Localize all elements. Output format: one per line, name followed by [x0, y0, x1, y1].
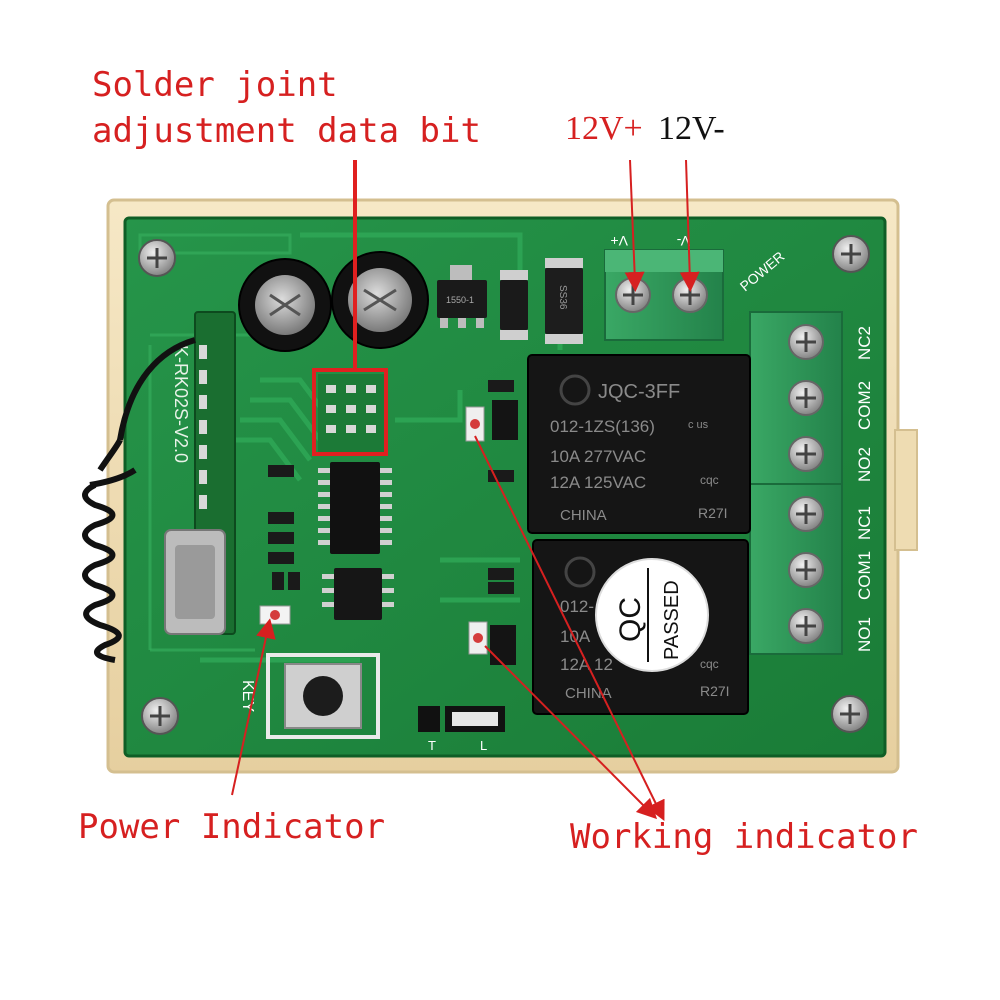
decoder-ic — [318, 462, 392, 554]
jumper-header — [418, 706, 505, 732]
smd-component — [500, 270, 528, 340]
terminal-label-com2: COM2 — [855, 381, 874, 430]
working-indicator-led-2 — [468, 621, 488, 655]
qc-sticker-line-2: PASSED — [661, 580, 683, 660]
terminal-label-no1: NO1 — [855, 617, 874, 652]
regulator-label: 1550-1 — [446, 295, 474, 305]
solder-jumper-pads — [318, 374, 384, 452]
power-indicator-led — [259, 605, 291, 625]
qc-sticker — [595, 558, 709, 672]
power-mark-plus: V+ — [610, 233, 628, 249]
second-ic — [322, 568, 394, 620]
relay-top-origin: CHINA — [560, 507, 607, 524]
working-indicator-led-1 — [465, 406, 485, 442]
relay-top-brand: JQC-3FF — [598, 381, 680, 403]
solder-pad-highlight-box — [312, 368, 388, 456]
antenna-coil — [82, 337, 196, 663]
rf-receiver-module — [164, 311, 236, 635]
output-terminal-screw-icon — [788, 436, 824, 472]
output-terminal-screw-icon — [788, 380, 824, 416]
capacitor-right — [331, 251, 429, 349]
callout-power-indicator: Power Indicator — [78, 807, 386, 847]
output-terminal-screw-icon — [788, 552, 824, 588]
diode-label: SS36 — [557, 285, 568, 310]
power-indicator-arrow — [231, 618, 276, 796]
power-terminal-screw-icon — [672, 277, 708, 313]
relay-bottom-cert: cqc — [700, 657, 719, 671]
capacitor-left — [238, 258, 332, 352]
working-indicator-arrow-1 — [474, 435, 665, 821]
terminal-label-nc2: NC2 — [855, 326, 874, 360]
relay-bottom-line-1: 012- — [560, 597, 594, 616]
callout-power-plus: 12V+ — [565, 110, 643, 147]
output-terminal-screw-icon — [788, 496, 824, 532]
output-terminal-block — [749, 311, 843, 655]
relay-bottom-code: R27I — [700, 683, 730, 699]
qc-sticker-line-1: QC — [614, 597, 647, 642]
output-terminal-screw-icon — [788, 608, 824, 644]
jumper-mark-t: T — [428, 738, 436, 753]
jumper-mark-l: L — [480, 738, 487, 753]
power-plus-arrow — [624, 159, 645, 292]
smd-components — [268, 380, 514, 594]
terminal-label-nc1: NC1 — [855, 506, 874, 540]
power-minus-arrow — [679, 159, 700, 292]
relay-top-cert: cqc — [700, 473, 719, 487]
working-indicator-arrow-2 — [484, 645, 658, 820]
power-terminal-screw-icon — [615, 277, 651, 313]
corner-screw-icon — [141, 697, 179, 735]
callout-working-indicator: Working indicator — [570, 817, 918, 857]
model-silkscreen: K-RK02S-V2.0 — [171, 345, 191, 463]
voltage-regulator: 1550-1 — [437, 265, 487, 328]
relay-bottom-line-2: 10A — [560, 627, 591, 646]
relay-top-line-3: 12A 125VAC — [550, 473, 646, 492]
relay-top-ul: c us — [688, 419, 709, 431]
relay-top-code: R27I — [698, 505, 728, 521]
smd-transistor — [490, 400, 518, 665]
key-button — [266, 653, 380, 739]
relay-top-line-2: 10A 277VAC — [550, 447, 646, 466]
corner-screw-icon — [832, 235, 870, 273]
schottky-diode: SS36 — [545, 258, 583, 344]
corner-screw-icon — [831, 695, 869, 733]
power-mark-minus: V- — [676, 233, 690, 249]
terminal-label-com1: COM1 — [855, 551, 874, 600]
callout-power-minus: 12V- — [658, 110, 725, 147]
callout-solder-joint-line-2: adjustment data bit — [92, 111, 481, 151]
corner-screw-icon — [138, 239, 176, 277]
relay-top — [527, 354, 751, 534]
callout-solder-joint-line-1: Solder joint — [92, 65, 338, 105]
terminal-label-no2: NO2 — [855, 447, 874, 482]
output-terminal-screw-icon — [788, 324, 824, 360]
relay-top-line-1: 012-1ZS(136) — [550, 417, 655, 436]
